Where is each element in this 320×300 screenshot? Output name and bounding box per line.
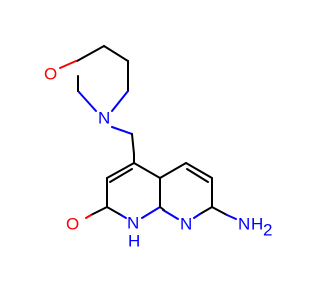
bond xyxy=(193,213,201,219)
bond xyxy=(159,206,165,211)
ring-nitrogen-label: N xyxy=(180,214,192,233)
bond xyxy=(106,206,122,216)
bond xyxy=(159,162,187,179)
amide-n-label: N xyxy=(127,213,139,232)
carbonyl-oxygen-label: O xyxy=(66,214,79,233)
bond xyxy=(120,214,127,219)
bond xyxy=(211,206,228,216)
bond xyxy=(77,90,97,112)
amine-n-label: N xyxy=(238,214,250,233)
bond xyxy=(59,60,77,69)
atom-labels: O N O N H N N H 2 xyxy=(44,64,272,250)
amine-h-label: H xyxy=(251,214,263,233)
bond xyxy=(76,45,105,62)
bond xyxy=(226,214,237,220)
bond xyxy=(141,206,161,219)
bond xyxy=(133,162,161,179)
bond xyxy=(186,168,209,183)
bond xyxy=(103,45,129,62)
bond xyxy=(106,162,135,179)
bond xyxy=(199,206,213,215)
bond xyxy=(111,126,133,135)
bond xyxy=(85,214,92,219)
amide-h-label: H xyxy=(128,231,140,250)
bond xyxy=(131,133,135,155)
morpholine-oxygen-label: O xyxy=(44,64,57,83)
bond xyxy=(109,168,133,183)
bond xyxy=(111,90,129,112)
bond xyxy=(185,162,213,179)
molecule-diagram: O N O N H N N H 2 xyxy=(44,45,272,250)
bond xyxy=(162,209,179,220)
morpholine-nitrogen-label: N xyxy=(98,108,110,127)
amine-h2-subscript: 2 xyxy=(263,220,272,239)
bond-lines xyxy=(59,45,237,220)
bond xyxy=(90,206,108,216)
